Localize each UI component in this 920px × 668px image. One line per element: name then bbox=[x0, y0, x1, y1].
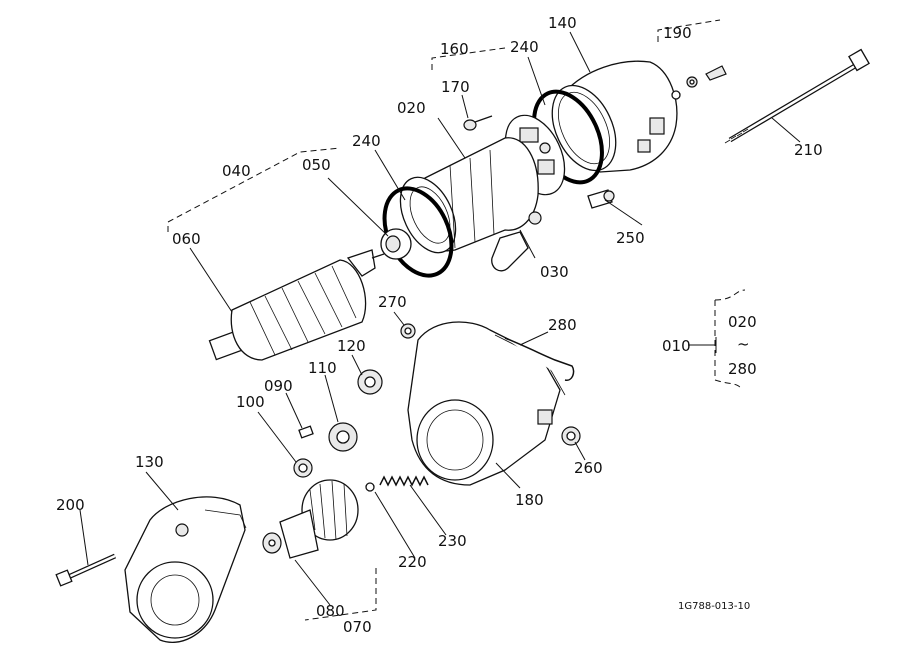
assembly-range-sep: ~ bbox=[737, 335, 750, 353]
callout-090: 090 bbox=[264, 377, 293, 395]
part-bearing-050[interactable] bbox=[380, 228, 412, 260]
callout-240-front: 240 bbox=[352, 132, 381, 150]
part-yoke-020[interactable] bbox=[389, 137, 539, 262]
part-screw-250[interactable] bbox=[587, 189, 615, 209]
callout-130: 130 bbox=[135, 453, 164, 471]
part-pinion-080[interactable] bbox=[262, 532, 282, 554]
callout-230: 230 bbox=[438, 532, 467, 550]
assembly-range-start: 020 bbox=[728, 313, 757, 331]
part-lead-030[interactable] bbox=[491, 211, 542, 272]
grouping-brackets bbox=[167, 19, 746, 621]
callout-060: 060 bbox=[172, 230, 201, 248]
part-rear-cover-140[interactable] bbox=[540, 60, 678, 180]
assembly-label: 010 bbox=[662, 337, 691, 355]
callout-labels: 020 030 040 050 060 070 080 090 100 110 … bbox=[56, 14, 823, 636]
part-housing-130[interactable] bbox=[124, 496, 247, 643]
callout-280: 280 bbox=[548, 316, 577, 334]
part-retainer-100[interactable] bbox=[293, 458, 313, 478]
part-screw-170[interactable] bbox=[463, 115, 493, 131]
assembly-range: 010 020 ~ 280 bbox=[662, 313, 757, 378]
callout-040: 040 bbox=[222, 162, 251, 180]
leader-lines bbox=[79, 31, 801, 606]
callout-070: 070 bbox=[343, 618, 372, 636]
callout-140: 140 bbox=[548, 14, 577, 32]
part-bolt-200[interactable] bbox=[55, 553, 117, 587]
part-terminal-260[interactable] bbox=[537, 409, 581, 446]
callout-160: 160 bbox=[440, 40, 469, 58]
part-nut-270[interactable] bbox=[400, 323, 416, 339]
part-ball-220[interactable] bbox=[365, 482, 375, 492]
callout-240-rear: 240 bbox=[510, 38, 539, 56]
callout-110: 110 bbox=[308, 359, 337, 377]
callout-220: 220 bbox=[398, 553, 427, 571]
drawing-code: 1G788-013-10 bbox=[678, 601, 750, 612]
callout-080: 080 bbox=[316, 602, 345, 620]
callout-170: 170 bbox=[441, 78, 470, 96]
assembly-range-end: 280 bbox=[728, 360, 757, 378]
part-gear-120[interactable] bbox=[357, 369, 383, 395]
part-armature-060[interactable] bbox=[208, 249, 385, 361]
callout-260: 260 bbox=[574, 459, 603, 477]
callout-030: 030 bbox=[540, 263, 569, 281]
part-gear-110[interactable] bbox=[328, 422, 358, 452]
callout-270: 270 bbox=[378, 293, 407, 311]
part-lead-280[interactable] bbox=[504, 337, 575, 381]
callout-200: 200 bbox=[56, 496, 85, 514]
part-clutch-070[interactable] bbox=[279, 479, 359, 559]
callout-210: 210 bbox=[794, 141, 823, 159]
callout-120: 120 bbox=[337, 337, 366, 355]
part-gear-case-180[interactable] bbox=[407, 321, 566, 486]
callout-100: 100 bbox=[236, 393, 265, 411]
callout-190: 190 bbox=[663, 24, 692, 42]
callout-250: 250 bbox=[616, 229, 645, 247]
callout-180: 180 bbox=[515, 491, 544, 509]
part-spring-230[interactable] bbox=[379, 475, 429, 487]
part-hardware-190[interactable] bbox=[671, 65, 727, 100]
part-pin-090[interactable] bbox=[298, 425, 314, 439]
callout-020: 020 bbox=[397, 99, 426, 117]
part-through-bolt-210[interactable] bbox=[724, 48, 870, 144]
callout-050: 050 bbox=[302, 156, 331, 174]
